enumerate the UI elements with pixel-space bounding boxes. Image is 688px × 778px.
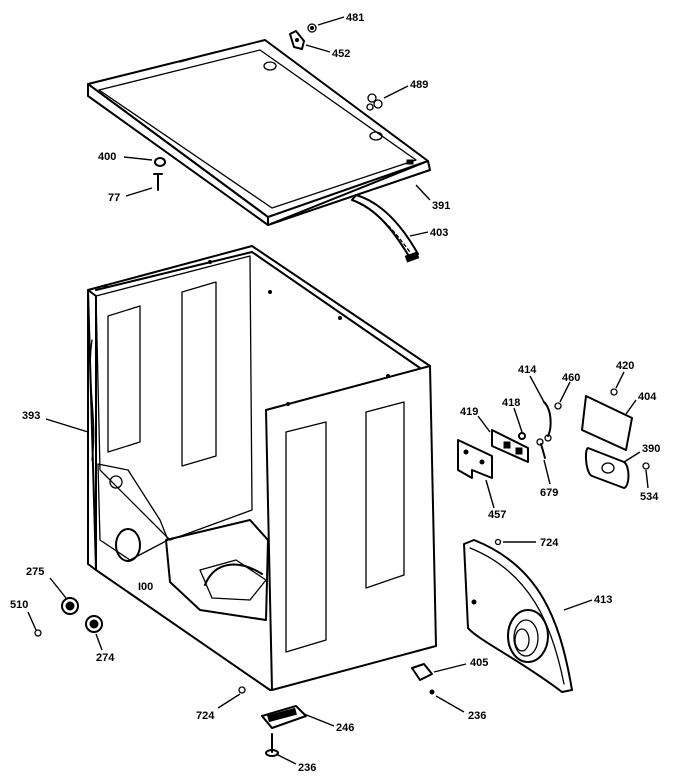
callout-236-bottom: 236 <box>298 762 316 774</box>
callout-489: 489 <box>410 79 428 91</box>
hardware-481 <box>307 23 317 33</box>
callout-77: 77 <box>108 192 120 204</box>
screw-418 <box>518 432 526 440</box>
knob-275 <box>61 597 79 615</box>
bracket-419 <box>457 439 493 479</box>
bracket-452 <box>289 30 305 50</box>
cover-404 <box>581 395 633 451</box>
callout-460: 460 <box>562 372 580 384</box>
plate-390 <box>584 447 630 489</box>
screw-724-lower <box>238 686 246 694</box>
knob-274 <box>85 615 103 633</box>
callout-419: 419 <box>460 406 478 418</box>
bracket-246 <box>261 705 307 729</box>
screw-679 <box>536 438 546 459</box>
clip-489 <box>366 93 383 111</box>
bracket-405 <box>411 663 433 681</box>
callout-679: 679 <box>540 487 558 499</box>
callout-414: 414 <box>518 364 537 376</box>
callout-405: 405 <box>470 657 488 669</box>
callout-418: 418 <box>502 397 520 409</box>
callout-404: 404 <box>638 391 657 403</box>
screw-534 <box>642 462 650 470</box>
terminal-block <box>491 429 529 463</box>
callout-391: 391 <box>432 200 450 212</box>
callout-393: 393 <box>22 410 40 422</box>
callout-400: 400 <box>98 151 116 163</box>
callout-510: 510 <box>10 599 28 611</box>
leader-lines <box>27 16 649 765</box>
callout-724-upper: 724 <box>540 537 559 549</box>
screw-460 <box>554 402 562 410</box>
callout-481: 481 <box>346 12 364 24</box>
callout-452: 452 <box>332 48 350 60</box>
callout-403: 403 <box>430 227 448 239</box>
screw-77 <box>153 173 163 191</box>
callout-534: 534 <box>640 491 659 503</box>
screw-236-right <box>429 689 435 695</box>
callout-724-lower: 724 <box>196 710 215 722</box>
switch-414 <box>543 401 552 442</box>
callout-457: 457 <box>488 509 506 521</box>
clip-510 <box>34 629 42 637</box>
strip-403 <box>351 194 420 263</box>
top-panel <box>87 39 431 226</box>
cabinet: I00 <box>87 245 437 691</box>
callout-390: 390 <box>642 443 660 455</box>
callout-236-right: 236 <box>468 710 486 722</box>
callout-413: 413 <box>594 594 612 606</box>
callout-275: 275 <box>26 566 44 578</box>
callout-420: 420 <box>616 360 634 372</box>
cabinet-marking: I00 <box>138 581 153 593</box>
callout-246: 246 <box>336 722 354 734</box>
screw-420 <box>610 388 618 396</box>
front-panel <box>463 539 573 693</box>
callout-labels: 481 452 489 400 77 391 403 393 414 460 4… <box>10 12 660 774</box>
clip-400 <box>154 157 166 167</box>
callout-274: 274 <box>96 652 115 664</box>
screw-724-upper <box>494 538 502 546</box>
leg-236 <box>265 733 279 757</box>
